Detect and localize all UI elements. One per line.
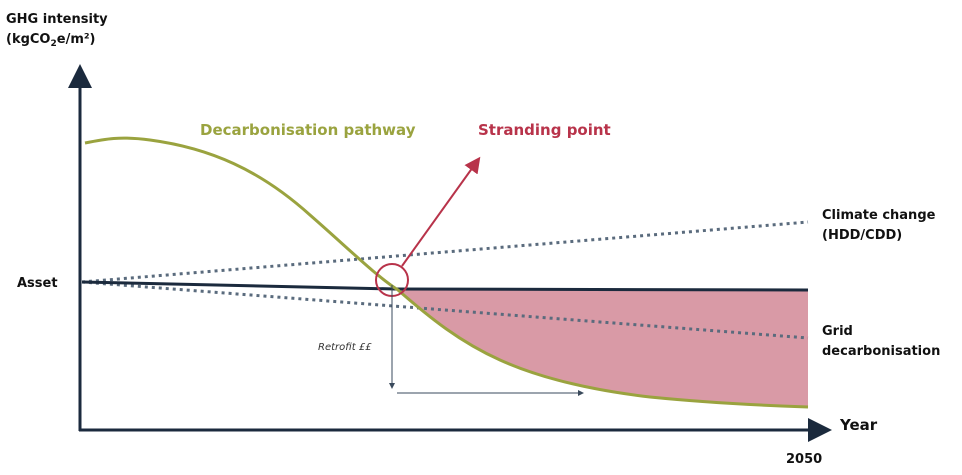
grid-decarbonisation-line [81, 280, 809, 340]
stranding-point-arrow [401, 156, 481, 267]
y-axis-unit: (kgCO2e/m²) [6, 32, 96, 49]
grid-sublabel: decarbonisation [822, 344, 940, 359]
asset-label: Asset [17, 276, 58, 291]
climate-change-label: Climate change [822, 208, 936, 223]
asset-line [81, 280, 809, 292]
climate-change-line [81, 220, 809, 284]
climate-change-sublabel: (HDD/CDD) [822, 228, 902, 243]
retrofit-label: Retrofit ££ [318, 342, 372, 353]
x-axis-label: Year [839, 416, 878, 434]
y-axis-label: GHG intensity [6, 12, 108, 27]
decarbonisation-pathway-label: Decarbonisation pathway [200, 121, 416, 139]
x-tick-2050: 2050 [786, 452, 822, 467]
decarbonisation-pathway-curve [84, 136, 809, 409]
grid-label: Grid [822, 324, 853, 339]
stranded-area [398, 290, 808, 407]
stranding-point-label: Stranding point [478, 121, 611, 139]
